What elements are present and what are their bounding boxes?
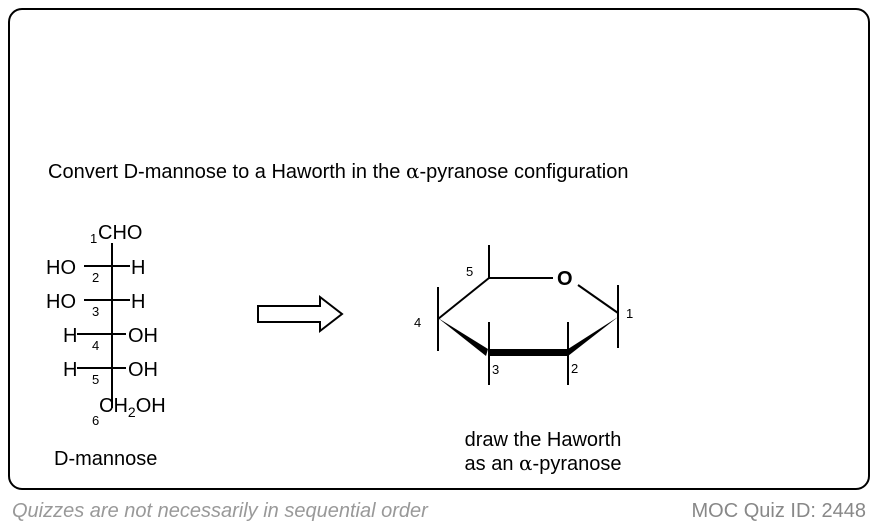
haworth-position-5: 5 (466, 264, 473, 279)
fischer-row3-left: HO (46, 291, 76, 313)
question-prompt: Convert D-mannose to a Haworth in the α-… (48, 159, 629, 183)
fischer-carbon-5: 5 (92, 372, 99, 387)
haworth-position-2: 2 (571, 361, 578, 376)
haworth-bold-bonds (438, 317, 618, 356)
fischer-row4-right: OH (128, 325, 158, 347)
fischer-carbon-4: 4 (92, 338, 99, 353)
fischer-c1-group: CHO (98, 222, 142, 244)
fischer-row4-left: H (63, 325, 77, 347)
fischer-row5-left: H (63, 359, 77, 381)
ring-oxygen: O (557, 268, 573, 290)
fischer-carbon-1: 1 (90, 231, 97, 246)
quiz-id: MOC Quiz ID: 2448 (691, 500, 866, 522)
fischer-projection (77, 243, 130, 408)
haworth-template (437, 245, 619, 385)
haworth-caption-line1: draw the Haworth (464, 429, 622, 451)
alpha-symbol: α (519, 451, 533, 475)
fischer-carbon-2: 2 (92, 270, 99, 285)
alpha-symbol: α (405, 159, 420, 183)
fischer-carbon-6: 6 (92, 413, 99, 428)
fischer-c6-group: CH2OH (99, 395, 166, 420)
fischer-row2-right: H (131, 257, 145, 279)
fischer-row3-right: H (131, 291, 145, 313)
reaction-arrow (257, 294, 344, 334)
sequence-disclaimer: Quizzes are not necessarily in sequentia… (12, 500, 428, 522)
quiz-card (8, 8, 870, 490)
haworth-caption: draw the Haworth as an α-pyranose (438, 429, 648, 476)
haworth-position-3: 3 (492, 362, 499, 377)
haworth-position-1: 1 (626, 306, 633, 321)
fischer-row2-left: HO (46, 257, 76, 279)
fischer-caption: D-mannose (54, 448, 158, 470)
haworth-position-4: 4 (414, 315, 421, 330)
haworth-caption-line2: as an α-pyranose (464, 451, 622, 476)
fischer-row5-right: OH (128, 359, 158, 381)
fischer-carbon-3: 3 (92, 304, 99, 319)
